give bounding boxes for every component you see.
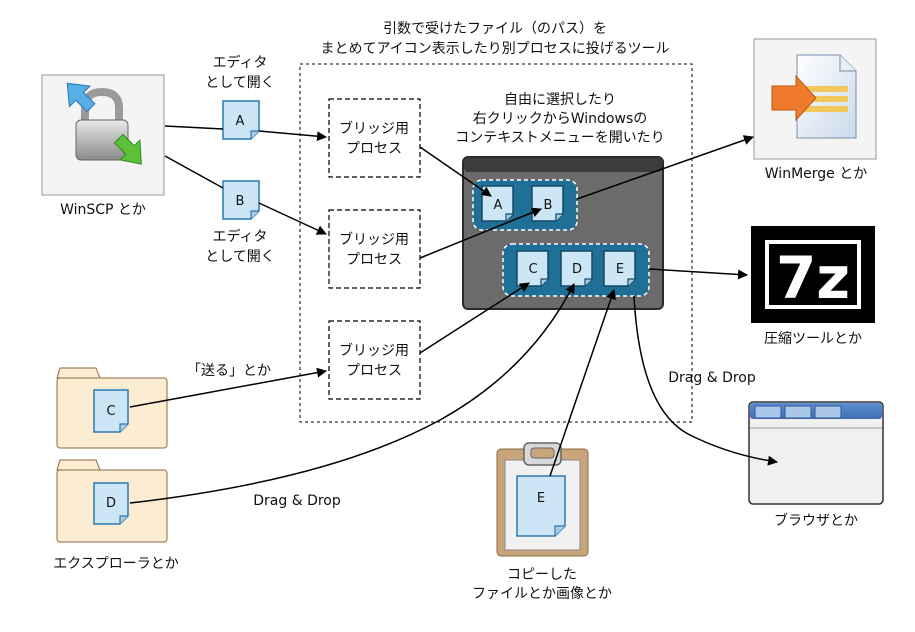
tool-file-d-letter: D <box>572 262 582 277</box>
arrow-bridge-1-to-tool-a <box>419 146 492 197</box>
arrow-file-b-to-bridge-2 <box>258 202 327 235</box>
connector-arrows <box>129 125 778 504</box>
selection-note-line-1: 自由に選択したり <box>504 92 616 108</box>
sevenzip-label: 圧縮ツールとか <box>764 331 862 347</box>
bridge-1-line-2: プロセス <box>346 141 402 157</box>
bridge-3-line-1: ブリッジ用 <box>339 342 409 359</box>
tool-file-c-letter: C <box>528 262 537 277</box>
bridge-2-line-1: ブリッジ用 <box>339 231 409 248</box>
folder-file-c-letter: C <box>106 404 115 419</box>
arrow-clipboard-to-tool-e <box>549 289 616 477</box>
bridge-process-1: ブリッジ用 プロセス <box>328 98 421 178</box>
file-icon-b-standalone: B <box>222 180 260 220</box>
winscp-label: WinSCP とか <box>60 202 146 218</box>
diagram-title: 引数で受けたファイル（のパス）を まとめてアイコン表示したり別プロセスに投げるツ… <box>320 21 669 57</box>
title-line-1: 引数で受けたファイル（のパス）を <box>383 21 607 37</box>
selection-note-line-3: コンテキストメニューを開いたり <box>455 130 665 146</box>
tool-boundary <box>299 63 693 423</box>
winmerge-icon <box>771 54 857 139</box>
file-icon-d-in-tool[interactable]: D <box>560 250 593 287</box>
winscp-node: WinSCP とか <box>41 74 165 218</box>
7zip-icon-core <box>769 244 857 305</box>
file-icon-b-in-tool[interactable]: B <box>531 185 564 222</box>
drag-drop-left-label: Drag & Drop <box>253 493 341 509</box>
file-icon-a-in-tool[interactable]: A <box>481 185 514 222</box>
tool-file-e-letter: E <box>616 262 624 277</box>
clipboard-label-line-2: ファイルとか画像とか <box>472 586 612 602</box>
clipboard-file-e-letter: E <box>537 491 545 506</box>
arrow-tool-e-to-7zip <box>648 268 748 280</box>
editor-bottom-line-2: として開く <box>205 249 275 265</box>
7zip-logo-text: 7z <box>776 244 850 312</box>
arrow-winscp-to-file-b <box>164 155 224 189</box>
winscp-lock-icon <box>66 82 142 165</box>
browser-label: ブラウザとか <box>774 512 858 529</box>
tool-window-titlebar <box>464 158 662 172</box>
send-to-label: 「送る」とか <box>187 363 271 379</box>
arrow-file-a-to-bridge-1 <box>258 130 327 142</box>
tool-file-a-letter: A <box>494 198 503 213</box>
arrow-tool-e-to-browser <box>633 295 778 466</box>
tool-file-b-letter: B <box>544 198 553 213</box>
browser-node: ブラウザとか <box>748 401 884 529</box>
editor-top-line-2: として開く <box>205 75 275 91</box>
editor-top-line-1: エディタ <box>212 54 267 71</box>
winmerge-node: WinMerge とか <box>753 38 877 182</box>
arrow-tool-b-to-winmerge <box>576 135 754 200</box>
sevenzip-node: 7z 圧縮ツールとか <box>751 226 875 347</box>
file-icon-a-standalone: A <box>222 100 260 140</box>
file-a-letter: A <box>236 114 245 129</box>
arrow-folder-c-to-bridge-3 <box>129 367 327 408</box>
clipboard-node: E コピーした ファイルとか画像とか <box>472 442 612 602</box>
winmerge-label: WinMerge とか <box>765 166 867 182</box>
browser-window-icon <box>748 401 884 505</box>
explorer-label: エクスプローラとか <box>53 556 179 572</box>
explorer-folder-bottom: D エクスプローラとか <box>53 459 179 572</box>
file-icon-c-in-tool[interactable]: C <box>516 250 549 287</box>
arrow-folder-d-to-tool-d <box>129 283 575 504</box>
clipboard-label-line-1: コピーした <box>507 567 577 583</box>
drag-drop-right-label: Drag & Drop <box>668 370 756 386</box>
selection-note-line-2: 右クリックからWindowsの <box>473 111 648 127</box>
bridge-2-line-2: プロセス <box>346 252 402 268</box>
arrow-bridge-2-to-tool-b <box>419 207 542 259</box>
explorer-folder-top: C <box>56 367 168 449</box>
title-line-2: まとめてアイコン表示したり別プロセスに投げるツール <box>320 41 669 57</box>
editor-bottom-line-1: エディタ <box>212 228 267 245</box>
file-b-letter: B <box>236 194 245 209</box>
arrow-bridge-3-to-tool-c <box>419 282 530 354</box>
tool-window: A B C D E <box>462 156 664 310</box>
bridge-process-3: ブリッジ用 プロセス <box>328 320 421 400</box>
bridge-process-2: ブリッジ用 プロセス <box>328 209 421 289</box>
bridge-1-line-1: ブリッジ用 <box>339 120 409 137</box>
folder-file-d-letter: D <box>106 496 116 511</box>
arrow-winscp-to-file-a <box>164 125 224 130</box>
bridge-3-line-2: プロセス <box>346 363 402 379</box>
file-icon-e-in-tool[interactable]: E <box>603 250 636 287</box>
